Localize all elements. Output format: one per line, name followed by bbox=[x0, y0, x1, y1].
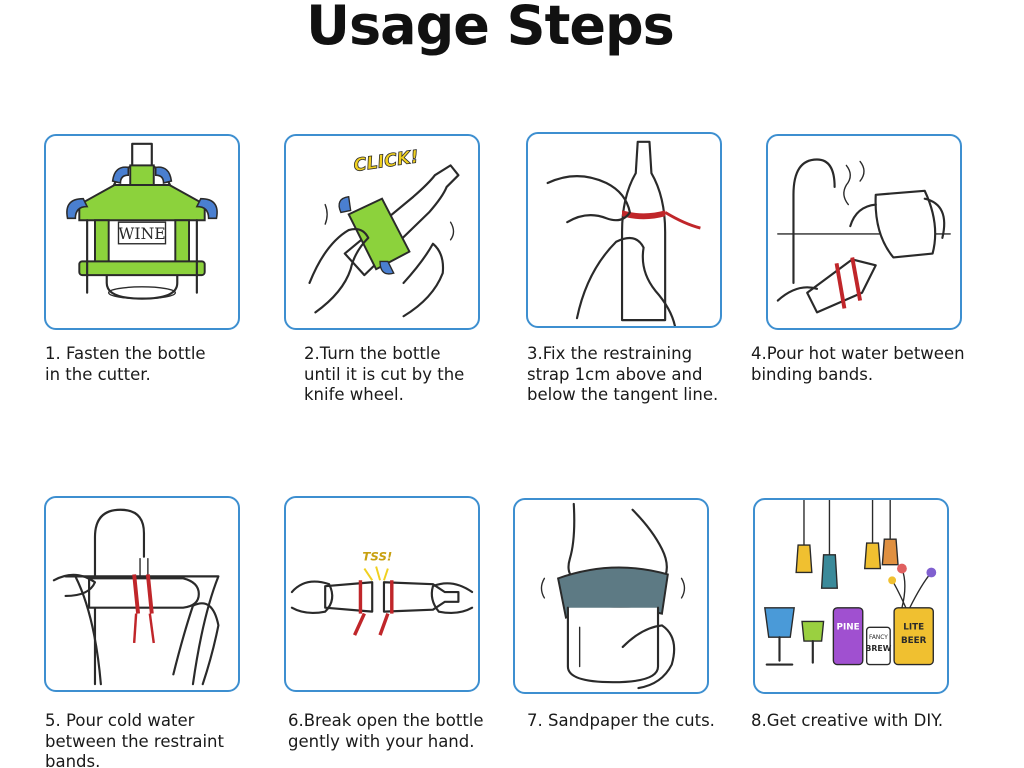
step-2-panel: CLICK! bbox=[284, 134, 480, 330]
step-8-panel: PINE FANCY BREW LITE BEER bbox=[753, 498, 949, 694]
break-bottle-illustration: TSS! bbox=[290, 550, 474, 636]
fancy-label-text: FANCY bbox=[869, 635, 888, 641]
sandpaper-illustration bbox=[540, 502, 686, 690]
step-7-panel bbox=[513, 498, 709, 694]
step-4-panel bbox=[766, 134, 962, 330]
step-7-caption: 7. Sandpaper the cuts. bbox=[527, 711, 715, 730]
wine-label-text: WINE bbox=[118, 224, 165, 243]
diy-creations-illustration: PINE FANCY BREW LITE BEER bbox=[764, 500, 937, 666]
turning-bottle-illustration: CLICK! bbox=[308, 147, 460, 318]
step-6-panel: TSS! bbox=[284, 496, 480, 692]
hot-water-illustration bbox=[776, 158, 951, 314]
cold-water-illustration bbox=[52, 508, 220, 686]
step-1-caption: 1. Fasten the bottle in the cutter. bbox=[45, 344, 206, 384]
step-4-caption: 4.Pour hot water between binding bands. bbox=[751, 344, 965, 384]
beer-label-text: BEER bbox=[901, 636, 927, 646]
pine-label-text: PINE bbox=[837, 622, 860, 632]
step-3-panel bbox=[526, 132, 722, 328]
step-5-panel bbox=[44, 496, 240, 692]
bottle-cutter-illustration: WINE bbox=[66, 142, 218, 300]
step-8-caption: 8.Get creative with DIY. bbox=[751, 711, 944, 730]
step-1-panel: WINE bbox=[44, 134, 240, 330]
strap-bottle-illustration bbox=[546, 140, 701, 326]
page-title: Usage Steps bbox=[306, 0, 675, 57]
brew-label-text: BREW bbox=[865, 644, 891, 653]
lite-label-text: LITE bbox=[903, 622, 924, 632]
step-2-caption: 2.Turn the bottle until it is cut by the… bbox=[304, 344, 465, 404]
tss-text: TSS! bbox=[362, 550, 392, 564]
click-text: CLICK! bbox=[352, 147, 420, 176]
step-5-caption: 5. Pour cold water between the restraint… bbox=[45, 711, 224, 768]
step-3-caption: 3.Fix the restraining strap 1cm above an… bbox=[527, 344, 719, 404]
step-6-caption: 6.Break open the bottle gently with your… bbox=[288, 711, 484, 751]
